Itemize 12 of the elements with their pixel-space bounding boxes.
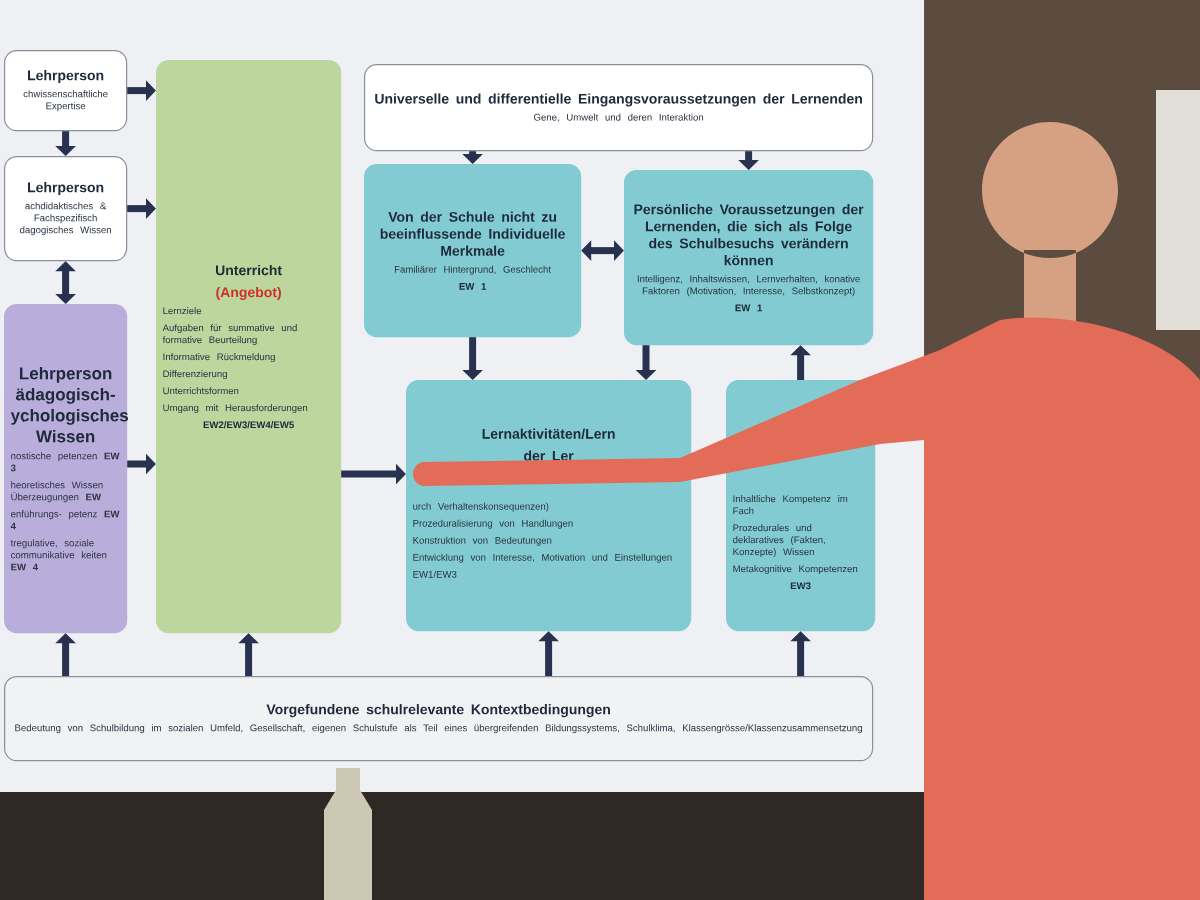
- content-box: [624, 170, 874, 346]
- content-box: [364, 64, 874, 152]
- content-box: [4, 676, 874, 762]
- block-arrow: [581, 240, 624, 261]
- content-box: [4, 156, 128, 262]
- block-arrow: [55, 261, 76, 304]
- content-box: [4, 50, 128, 132]
- content-box: [406, 380, 692, 632]
- content-box: [364, 164, 582, 338]
- content-box: [156, 60, 342, 634]
- content-box: [4, 304, 128, 634]
- box-heading: Lehrperson ädagogisch- ychologisches Wissen: [10, 366, 128, 443]
